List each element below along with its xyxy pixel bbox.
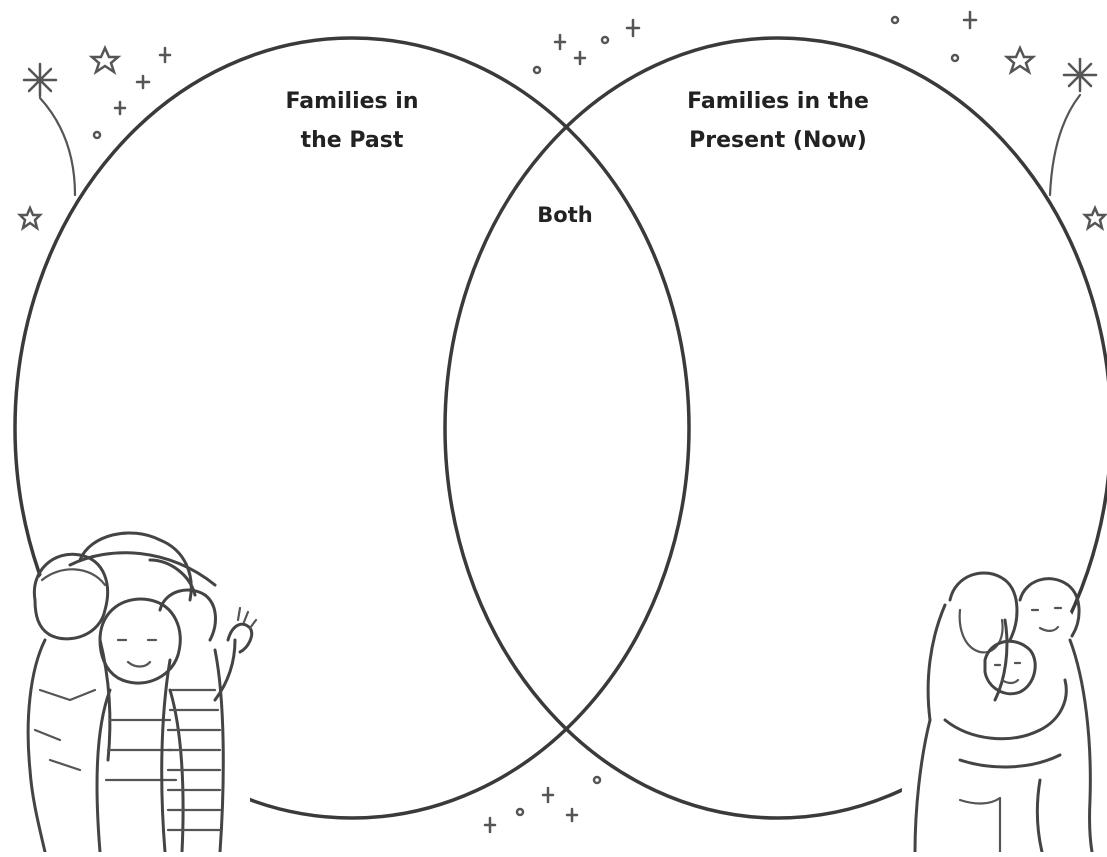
left-circle-label-line2: the Past [301,128,404,153]
right-circle-label-line1: Families in the [687,89,869,114]
past-family-drawing-icon [20,533,256,852]
overlap-label-both: Both [537,203,592,227]
left-circle-label-line1: Families in [285,89,418,114]
right-circle-label-line2: Present (Now) [689,128,867,153]
present-family-drawing-icon [900,570,1107,852]
